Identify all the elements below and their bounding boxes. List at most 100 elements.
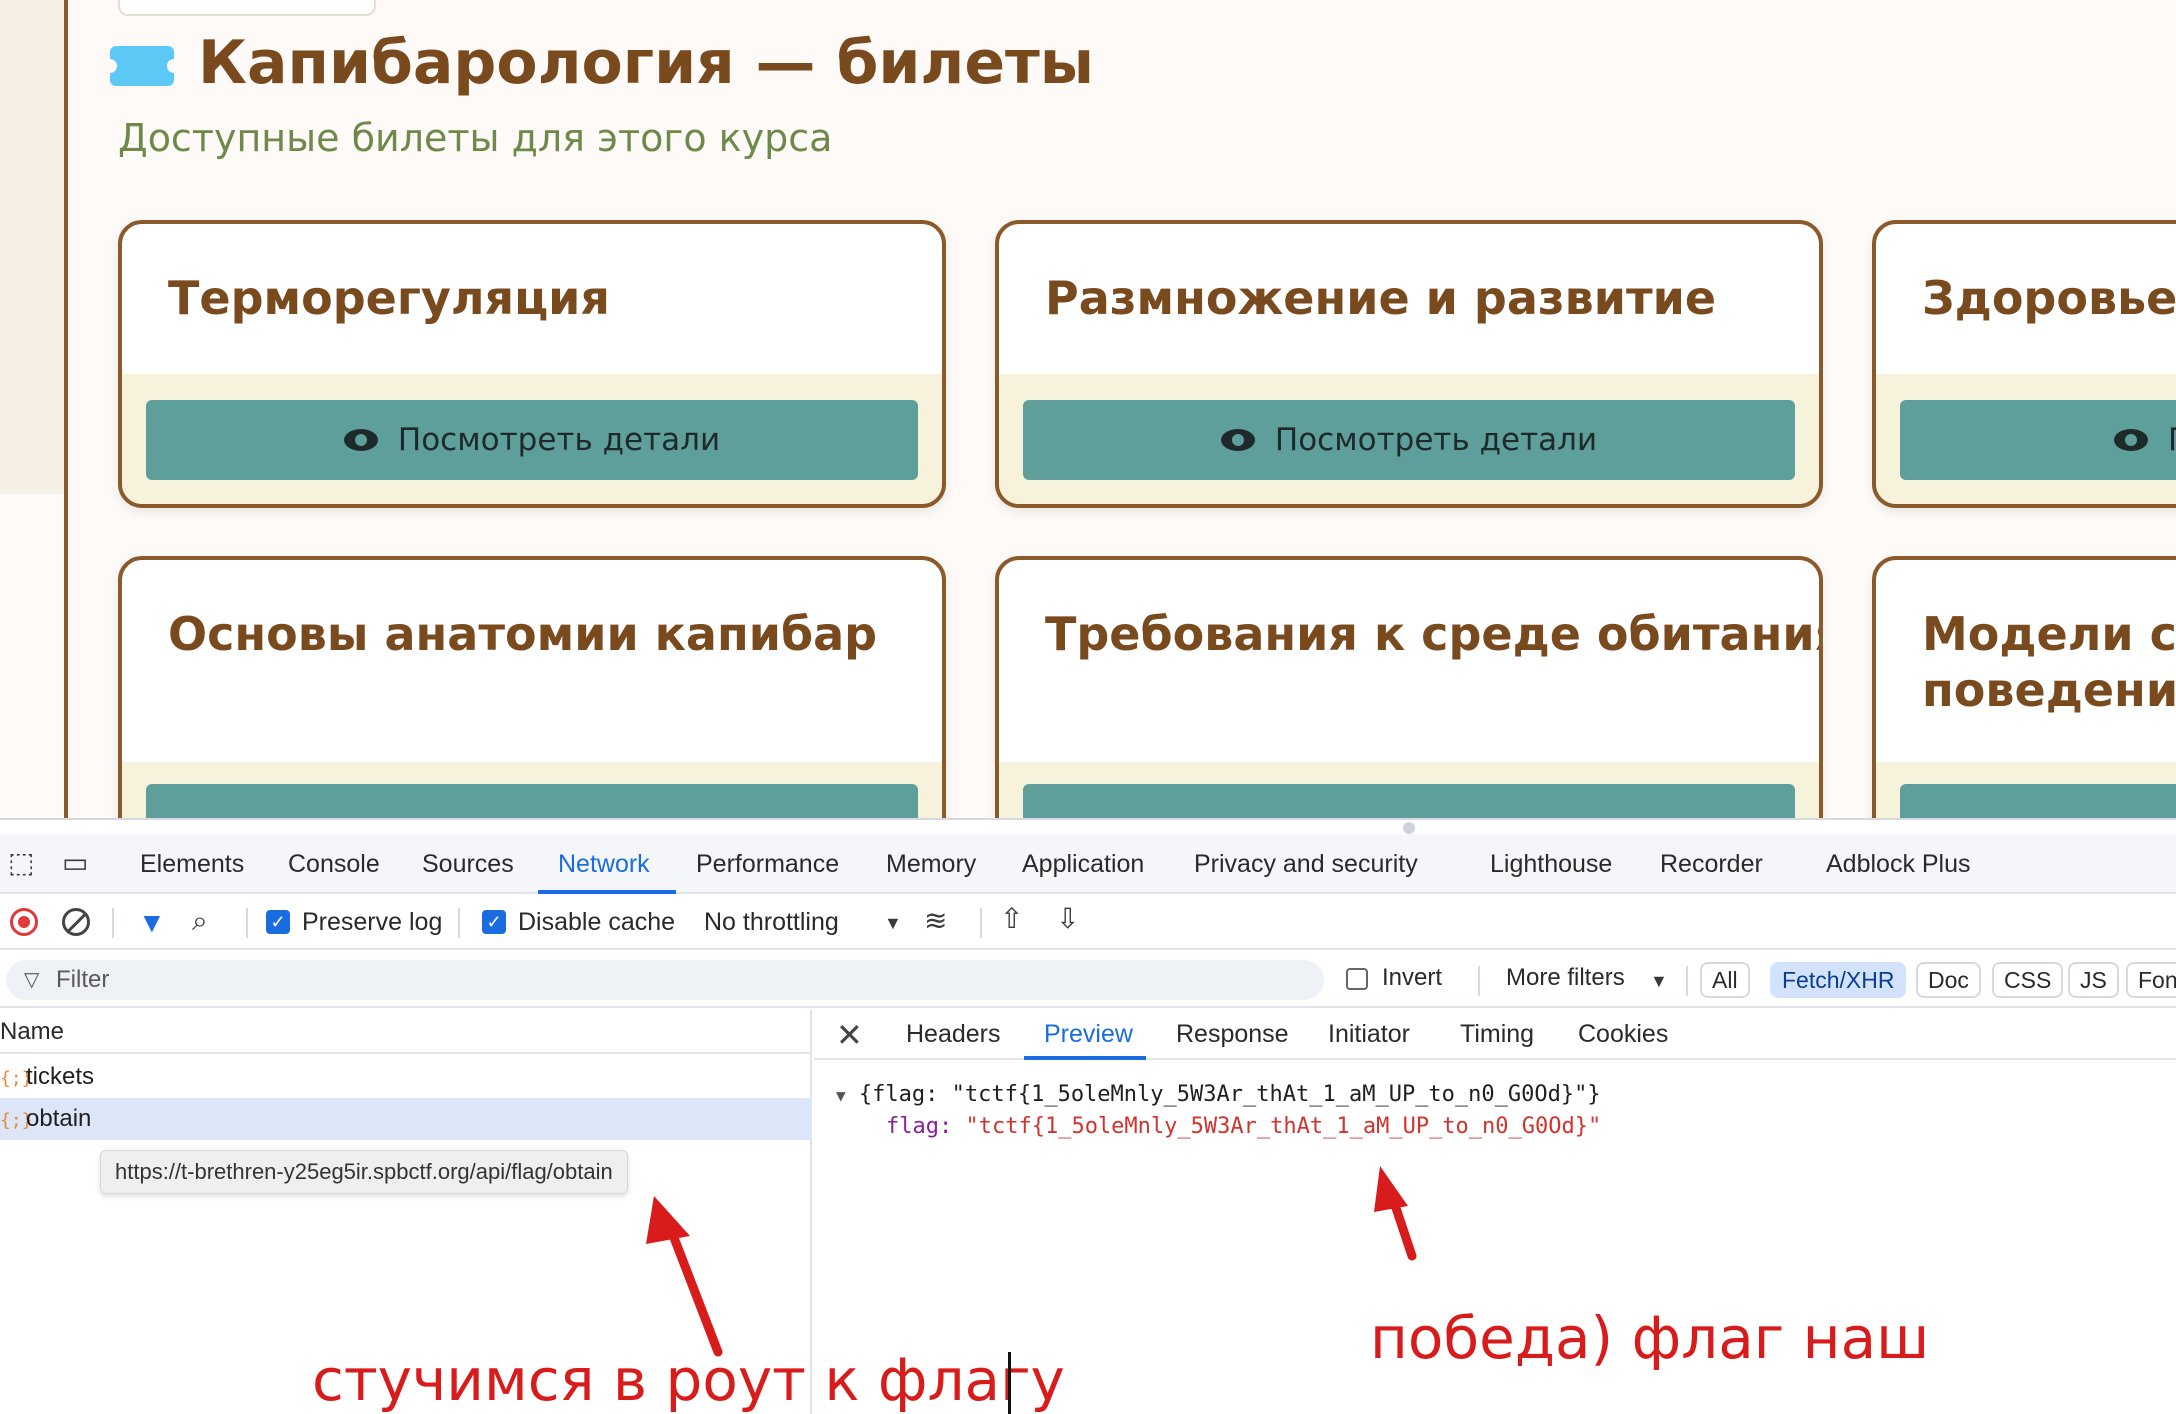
resize-handle[interactable] [1403, 822, 1415, 834]
xhr-icon: {;} [0, 1068, 33, 1089]
divider [1686, 966, 1688, 996]
web-page: Капибарология — билеты Доступные билеты … [0, 0, 2176, 818]
divider [980, 908, 982, 938]
page-title: Капибарология — билеты [198, 28, 1095, 98]
sidebar-strip [0, 0, 64, 494]
annotation-route: стучимся в роут к флагу [312, 1346, 1065, 1414]
disable-cache-checkbox[interactable]: ✓ [482, 910, 506, 934]
network-body: Name {;}tickets {;}obtain https://t-bret… [0, 1010, 2176, 1414]
tab-application[interactable]: Application [1022, 850, 1145, 878]
expand-triangle-icon[interactable]: ▼ [836, 1086, 846, 1105]
close-icon[interactable]: ✕ [836, 1017, 863, 1053]
card-footer: Посмотреть детали [999, 374, 1819, 504]
ticket-card: Терморегуляция Посмотреть детали [118, 220, 946, 508]
tab-initiator[interactable]: Initiator [1328, 1020, 1410, 1048]
request-list: Name {;}tickets {;}obtain https://t-bret… [0, 1010, 812, 1414]
divider [112, 908, 114, 938]
view-details-button[interactable]: П [1900, 400, 2176, 480]
tab-privacy-security[interactable]: Privacy and security [1194, 850, 1418, 878]
devtools-panel: ⬚ ▭ Elements Console Sources Network Per… [0, 818, 2176, 1414]
tab-lighthouse[interactable]: Lighthouse [1490, 850, 1613, 878]
filter-bar: ▽ Filter Invert More filters ▼ All Fetch… [0, 952, 2176, 1008]
inspect-element-icon[interactable]: ⬚ [8, 847, 35, 878]
preserve-log-checkbox[interactable]: ✓ [266, 910, 290, 934]
invert-checkbox[interactable] [1346, 968, 1368, 990]
network-conditions-icon[interactable]: ≋ [924, 905, 948, 936]
invert-label: Invert [1382, 964, 1443, 991]
type-filter-doc[interactable]: Doc [1916, 962, 1981, 998]
device-toolbar-icon[interactable]: ▭ [62, 847, 89, 878]
tab-network[interactable]: Network [558, 850, 650, 878]
view-details-button[interactable] [1023, 784, 1795, 818]
tab-response[interactable]: Response [1176, 1020, 1289, 1048]
view-details-button[interactable] [146, 784, 918, 818]
card-footer: П [1876, 374, 2176, 504]
tab-recorder[interactable]: Recorder [1660, 850, 1763, 878]
card-title: Основы анатомии капибар [168, 607, 878, 661]
type-filter-fetch-xhr[interactable]: Fetch/XHR [1770, 962, 1907, 998]
tab-memory[interactable]: Memory [886, 850, 977, 878]
request-name: tickets [26, 1063, 95, 1090]
ticket-card: Размножение и развитие Посмотреть детали [995, 220, 1823, 508]
card-title: Размножение и развитие [1045, 271, 1717, 325]
divider [246, 908, 248, 938]
eye-icon [2114, 429, 2148, 451]
filter-funnel-icon[interactable]: ▼ [138, 907, 166, 938]
tab-console[interactable]: Console [288, 850, 380, 878]
chevron-down-icon[interactable]: ▼ [1650, 971, 1668, 991]
view-details-button[interactable]: Посмотреть детали [1023, 400, 1795, 480]
tab-headers[interactable]: Headers [906, 1020, 1001, 1048]
more-filters-button[interactable]: More filters [1506, 964, 1625, 991]
clear-icon[interactable] [62, 908, 90, 936]
sidebar-border [64, 0, 68, 818]
card-title: Модели со поведения [1922, 607, 2176, 717]
search-icon[interactable]: ⌕ [192, 905, 208, 936]
top-tab-outline[interactable] [118, 0, 376, 16]
name-column-header[interactable]: Name [0, 1010, 812, 1054]
divider [458, 908, 460, 938]
import-har-icon[interactable]: ⇧ [1000, 903, 1024, 934]
request-row-obtain[interactable]: {;}obtain [0, 1098, 812, 1140]
filter-icon: ▽ [24, 969, 40, 991]
tab-timing[interactable]: Timing [1460, 1020, 1535, 1048]
request-row-tickets[interactable]: {;}tickets [0, 1056, 812, 1098]
preserve-log-label: Preserve log [302, 908, 443, 936]
chevron-down-icon[interactable]: ▼ [884, 913, 902, 933]
type-filter-js[interactable]: JS [2068, 962, 2119, 998]
tab-performance[interactable]: Performance [696, 850, 840, 878]
ticket-card: Основы анатомии капибар [118, 556, 946, 818]
active-detail-tab-indicator [1024, 1056, 1146, 1060]
view-details-button[interactable] [1900, 784, 2176, 818]
type-filter-all[interactable]: All [1700, 962, 1750, 998]
tab-adblock-plus[interactable]: Adblock Plus [1826, 850, 1971, 878]
record-icon[interactable] [10, 908, 38, 936]
view-details-button[interactable]: Посмотреть детали [146, 400, 918, 480]
request-name: obtain [26, 1105, 92, 1132]
export-har-icon[interactable]: ⇩ [1056, 903, 1080, 934]
json-summary: {flag: "tctf{1_5oleMnly_5W3Ar_thAt_1_aM_… [858, 1082, 1601, 1107]
tab-elements[interactable]: Elements [140, 850, 245, 878]
card-footer [1876, 762, 2176, 818]
annotation-victory: победа) флаг наш [1370, 1304, 1930, 1372]
tab-sources[interactable]: Sources [422, 850, 514, 878]
page-subtitle: Доступные билеты для этого курса [118, 116, 833, 160]
request-detail: ✕ Headers Preview Response Initiator Tim… [814, 1010, 2176, 1414]
ticket-icon [103, 46, 181, 86]
tab-preview[interactable]: Preview [1044, 1020, 1133, 1048]
card-footer [122, 762, 942, 818]
button-label: П [2168, 422, 2176, 458]
json-summary-line[interactable]: ▼ {flag: "tctf{1_5oleMnly_5W3Ar_thAt_1_a… [836, 1082, 1601, 1107]
disable-cache-label: Disable cache [518, 908, 676, 936]
divider [1478, 966, 1480, 996]
button-label: Посмотреть детали [397, 422, 721, 458]
flag-value: "tctf{1_5oleMnly_5W3Ar_thAt_1_aM_UP_to_n… [965, 1114, 1602, 1139]
tab-cookies[interactable]: Cookies [1578, 1020, 1669, 1048]
filter-placeholder: Filter [56, 966, 110, 993]
throttling-select[interactable]: No throttling [704, 908, 839, 936]
type-filter-font[interactable]: Fon [2126, 962, 2176, 998]
filter-input[interactable]: ▽ Filter [6, 960, 1324, 1000]
type-filter-css[interactable]: CSS [1992, 962, 2064, 998]
active-tab-indicator [538, 890, 676, 894]
ticket-card: Здоровье и П [1872, 220, 2176, 508]
